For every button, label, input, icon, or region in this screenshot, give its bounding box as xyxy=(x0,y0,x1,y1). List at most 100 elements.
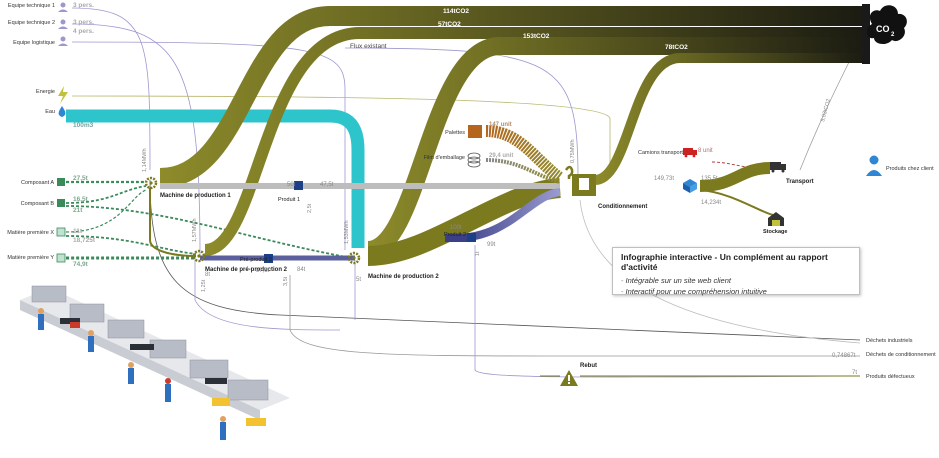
team2-icon xyxy=(58,19,68,29)
cond-products-icon xyxy=(683,179,697,193)
machine-pre-label: Machine de pré-production 2 xyxy=(205,267,288,273)
team-log-icon xyxy=(58,36,68,46)
product2-out-value: 99t xyxy=(487,242,496,248)
film-roll-icon xyxy=(467,152,481,168)
warning-icon xyxy=(560,370,578,386)
pre-out-label: 8t xyxy=(205,272,210,278)
team-log-line-b xyxy=(344,47,579,181)
conditioning-label: Conditionnement xyxy=(598,204,647,210)
film-flow xyxy=(485,158,561,184)
machine2-gear-icon xyxy=(347,251,361,265)
cond-out-value: 135,5t xyxy=(701,176,718,182)
pre-waste-line xyxy=(194,255,341,331)
product2-down-value: 1t xyxy=(475,251,481,256)
film-label: Film d'emballage xyxy=(424,155,465,161)
compA-value: 27,5t xyxy=(73,175,89,182)
conditioning-icon xyxy=(564,165,596,196)
transport-label: Transport xyxy=(786,179,814,185)
co2-f2-label: 57tCO2 xyxy=(438,21,461,28)
cond-waste-value: 0,74867t xyxy=(832,353,856,359)
product1-in-value: 50t xyxy=(287,182,296,188)
products-to-transport-flow xyxy=(699,162,771,192)
energy-e4-label: 0,75MWh xyxy=(570,139,576,163)
info-title: Infographie interactive - Un complément … xyxy=(621,252,828,272)
energy-line xyxy=(71,95,611,175)
palettes-flow xyxy=(485,125,564,183)
flux-existant-label: Flux existant xyxy=(350,43,387,50)
m2-to-cond-flow xyxy=(367,178,562,266)
team-log-label: Equipe logistique xyxy=(13,40,55,46)
co2-f3-label: 153tCO2 xyxy=(523,33,550,40)
water-value: 100m3 xyxy=(73,122,94,129)
info-panel: Infographie interactive - Un complément … xyxy=(612,247,860,296)
product2-box-icon xyxy=(467,233,476,242)
cond-in-value: 149,73t xyxy=(654,176,674,182)
truck-red-icon xyxy=(683,148,697,158)
energy-e1-label: 1,14MWh xyxy=(142,148,148,172)
co2-flow-m1 xyxy=(159,6,865,188)
co2-sink-sub: 2 xyxy=(891,32,895,38)
val-5: 5t xyxy=(356,277,361,283)
storage-icon xyxy=(768,212,784,226)
product1-label: Produit 1 xyxy=(278,197,300,203)
cond-waste-line xyxy=(289,275,860,357)
team-log-line-a xyxy=(71,41,346,250)
industrial-waste-line xyxy=(149,179,861,341)
team2-value: 3 pers. xyxy=(73,19,94,26)
trucks-value: 8 unit xyxy=(698,148,713,154)
compB-line-a xyxy=(65,185,147,204)
defective-value: 7t xyxy=(852,370,857,376)
compA-icon xyxy=(57,178,65,186)
energy-icon xyxy=(58,86,68,104)
products-to-stock-flow xyxy=(699,189,774,216)
product2-label: Produit 2 xyxy=(444,232,466,238)
pre-out2-label: 1,25t xyxy=(201,279,207,292)
client-icon xyxy=(866,155,882,176)
film-value: 29,4 unit xyxy=(489,153,513,159)
co2-small-label: 5,03tCO2 xyxy=(820,98,832,122)
co2-f1-label: 114tCO2 xyxy=(443,8,469,15)
palettes-label: Palettes xyxy=(445,130,465,136)
co2-flows xyxy=(159,6,865,259)
team-log-value: 4 pers. xyxy=(73,28,94,35)
m1-to-pre-line xyxy=(149,188,197,257)
water-label: Eau xyxy=(45,109,55,115)
cond-waste-label: Déchets de conditionnement xyxy=(866,352,936,358)
product1-box-icon xyxy=(294,181,303,190)
co2-sink-label: CO xyxy=(876,24,890,34)
info-line-1: -Intégrable sur un site web client xyxy=(621,276,731,285)
factory-illustration xyxy=(20,285,290,440)
co2-f4-label: 78tCO2 xyxy=(665,44,688,51)
defective-line xyxy=(474,245,861,378)
pre-product-box-icon xyxy=(264,254,273,263)
co2-cloud-icon xyxy=(866,5,907,45)
info-line-2: -Interactif pour une compréhension intui… xyxy=(621,287,767,296)
compB-line-b xyxy=(65,205,353,259)
energy-label: Energie xyxy=(36,89,55,95)
water-flow xyxy=(66,109,365,248)
energy-e2-label: 1,57MWh xyxy=(192,218,198,242)
co2-flow-cond xyxy=(593,53,865,185)
compA-label: Composant A xyxy=(21,180,54,186)
product1-down-value: 2,5t xyxy=(307,203,313,213)
co2-sink-bar xyxy=(862,4,870,64)
matX-line-a xyxy=(65,189,147,233)
palettes-icon xyxy=(468,125,482,138)
factory-worker-icon xyxy=(38,308,226,440)
cond-out-line xyxy=(579,199,861,344)
compB-icon xyxy=(57,199,65,207)
client-label: Produits chez client xyxy=(886,166,934,172)
storage-label: Stockage xyxy=(763,229,787,235)
pre-product-label: Pré-produit 2 xyxy=(240,257,272,263)
transport-truck-icon xyxy=(770,162,786,173)
machine1-label: Machine de production 1 xyxy=(160,193,231,199)
industrial-waste-label: Déchets industriels xyxy=(866,338,913,344)
matX-value1: 11t xyxy=(73,228,83,235)
rebut-label: Rebut xyxy=(580,363,597,369)
matX-value2: 18,725t xyxy=(73,237,96,244)
compB-value2: 21t xyxy=(73,207,83,214)
cond-products-label: Produits conditionnés xyxy=(630,185,683,191)
water-icon xyxy=(58,106,66,117)
